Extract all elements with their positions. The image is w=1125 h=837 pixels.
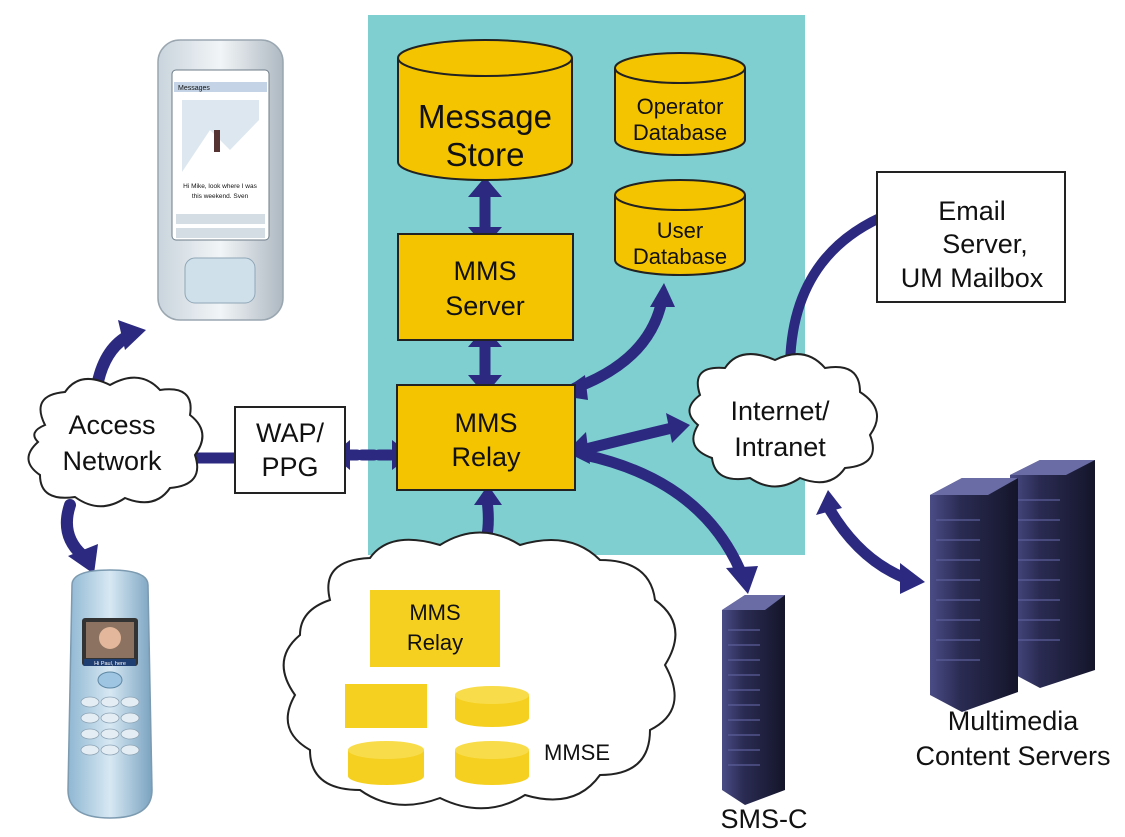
pda-screen-line1: Hi Mike, look where I was — [183, 183, 257, 190]
email-server-line3: UM Mailbox — [901, 263, 1044, 293]
mmse-database-3 — [455, 741, 529, 785]
mms-relay: MMS Relay — [396, 384, 576, 491]
user-database-line2: Database — [633, 244, 727, 269]
user-database-line1: User — [657, 218, 703, 243]
internet-cloud: Internet/ Intranet — [688, 353, 879, 488]
access-network-line1: Access — [68, 410, 155, 440]
arrow-relay-smsc-head — [726, 566, 758, 594]
mmse-relay — [370, 590, 500, 667]
content-servers-line1: Multimedia — [948, 706, 1080, 736]
mms-server-line2: Server — [445, 291, 525, 321]
sms-c-label: SMS-C — [721, 804, 808, 834]
mmse-server-box — [345, 684, 427, 728]
arrow-store-server-head-up — [468, 177, 502, 197]
message-store: Message Store — [397, 39, 573, 181]
arrow-internet-content-head-a — [816, 490, 842, 515]
arrow-internet-content-head-b — [900, 563, 925, 594]
mobile-phone-caption: Hi Paul, here — [94, 661, 126, 667]
arrow-internet-content — [824, 504, 911, 584]
wap-ppg-line1: WAP/ — [256, 418, 324, 448]
content-server-tower-front: Multimedia Content Servers — [915, 478, 1111, 771]
email-server-line1: Email — [938, 196, 1006, 226]
arrow-network-phone-head — [68, 544, 98, 574]
email-server: Email Server, UM Mailbox — [876, 171, 1066, 303]
arrow-relay-mmse-head-a — [474, 485, 502, 505]
arrow-relay-internet-head-b — [666, 413, 690, 443]
user-database: User Database — [614, 179, 746, 276]
mms-server-line1: MMS — [454, 256, 517, 286]
arrow-relay-userdb-head-b — [650, 283, 675, 307]
arrow-relay-smsc — [579, 449, 746, 576]
internet-line1: Internet/ — [730, 396, 830, 426]
message-store-line2: Store — [446, 136, 525, 173]
external-mmse-cloud: MMS Relay MMSE — [282, 531, 677, 810]
access-network-line2: Network — [62, 446, 162, 476]
internet-line2: Intranet — [734, 432, 826, 462]
access-network-cloud: Access Network — [27, 376, 204, 508]
mobile-phone: Hi Paul, here — [67, 569, 153, 819]
operator-database-line1: Operator — [637, 94, 724, 119]
operator-database-line2: Database — [633, 120, 727, 145]
mms-relay-line1: MMS — [455, 408, 518, 438]
email-server-line2: Server, — [942, 229, 1028, 259]
arrow-network-pda-head — [118, 320, 146, 350]
arrow-relay-internet — [584, 422, 678, 454]
mmse-database-2 — [348, 741, 424, 785]
arrow-network-phone — [61, 499, 88, 561]
sms-c-tower: SMS-C — [721, 595, 808, 834]
pda-phone: Messages Hi Mike, look where I was this … — [157, 39, 284, 321]
operator-database: Operator Database — [614, 52, 746, 156]
wap-ppg: WAP/ PPG — [234, 406, 346, 494]
message-store-line1: Message — [418, 98, 552, 135]
mmse-label: MMSE — [544, 740, 610, 765]
mms-relay-line2: Relay — [451, 442, 521, 472]
pda-screen-title: Messages — [178, 85, 210, 92]
pda-screen-line2: this weekend. Sven — [192, 193, 249, 200]
mmse-relay-line2: Relay — [407, 630, 463, 655]
content-servers-line2: Content Servers — [915, 741, 1110, 771]
content-server-tower-back — [1010, 460, 1095, 688]
mmse-database-1 — [455, 686, 529, 727]
arrow-relay-userdb — [569, 294, 668, 394]
mms-server: MMS Server — [397, 233, 574, 341]
mmse-relay-line1: MMS — [409, 600, 460, 625]
wap-ppg-line2: PPG — [261, 452, 318, 482]
